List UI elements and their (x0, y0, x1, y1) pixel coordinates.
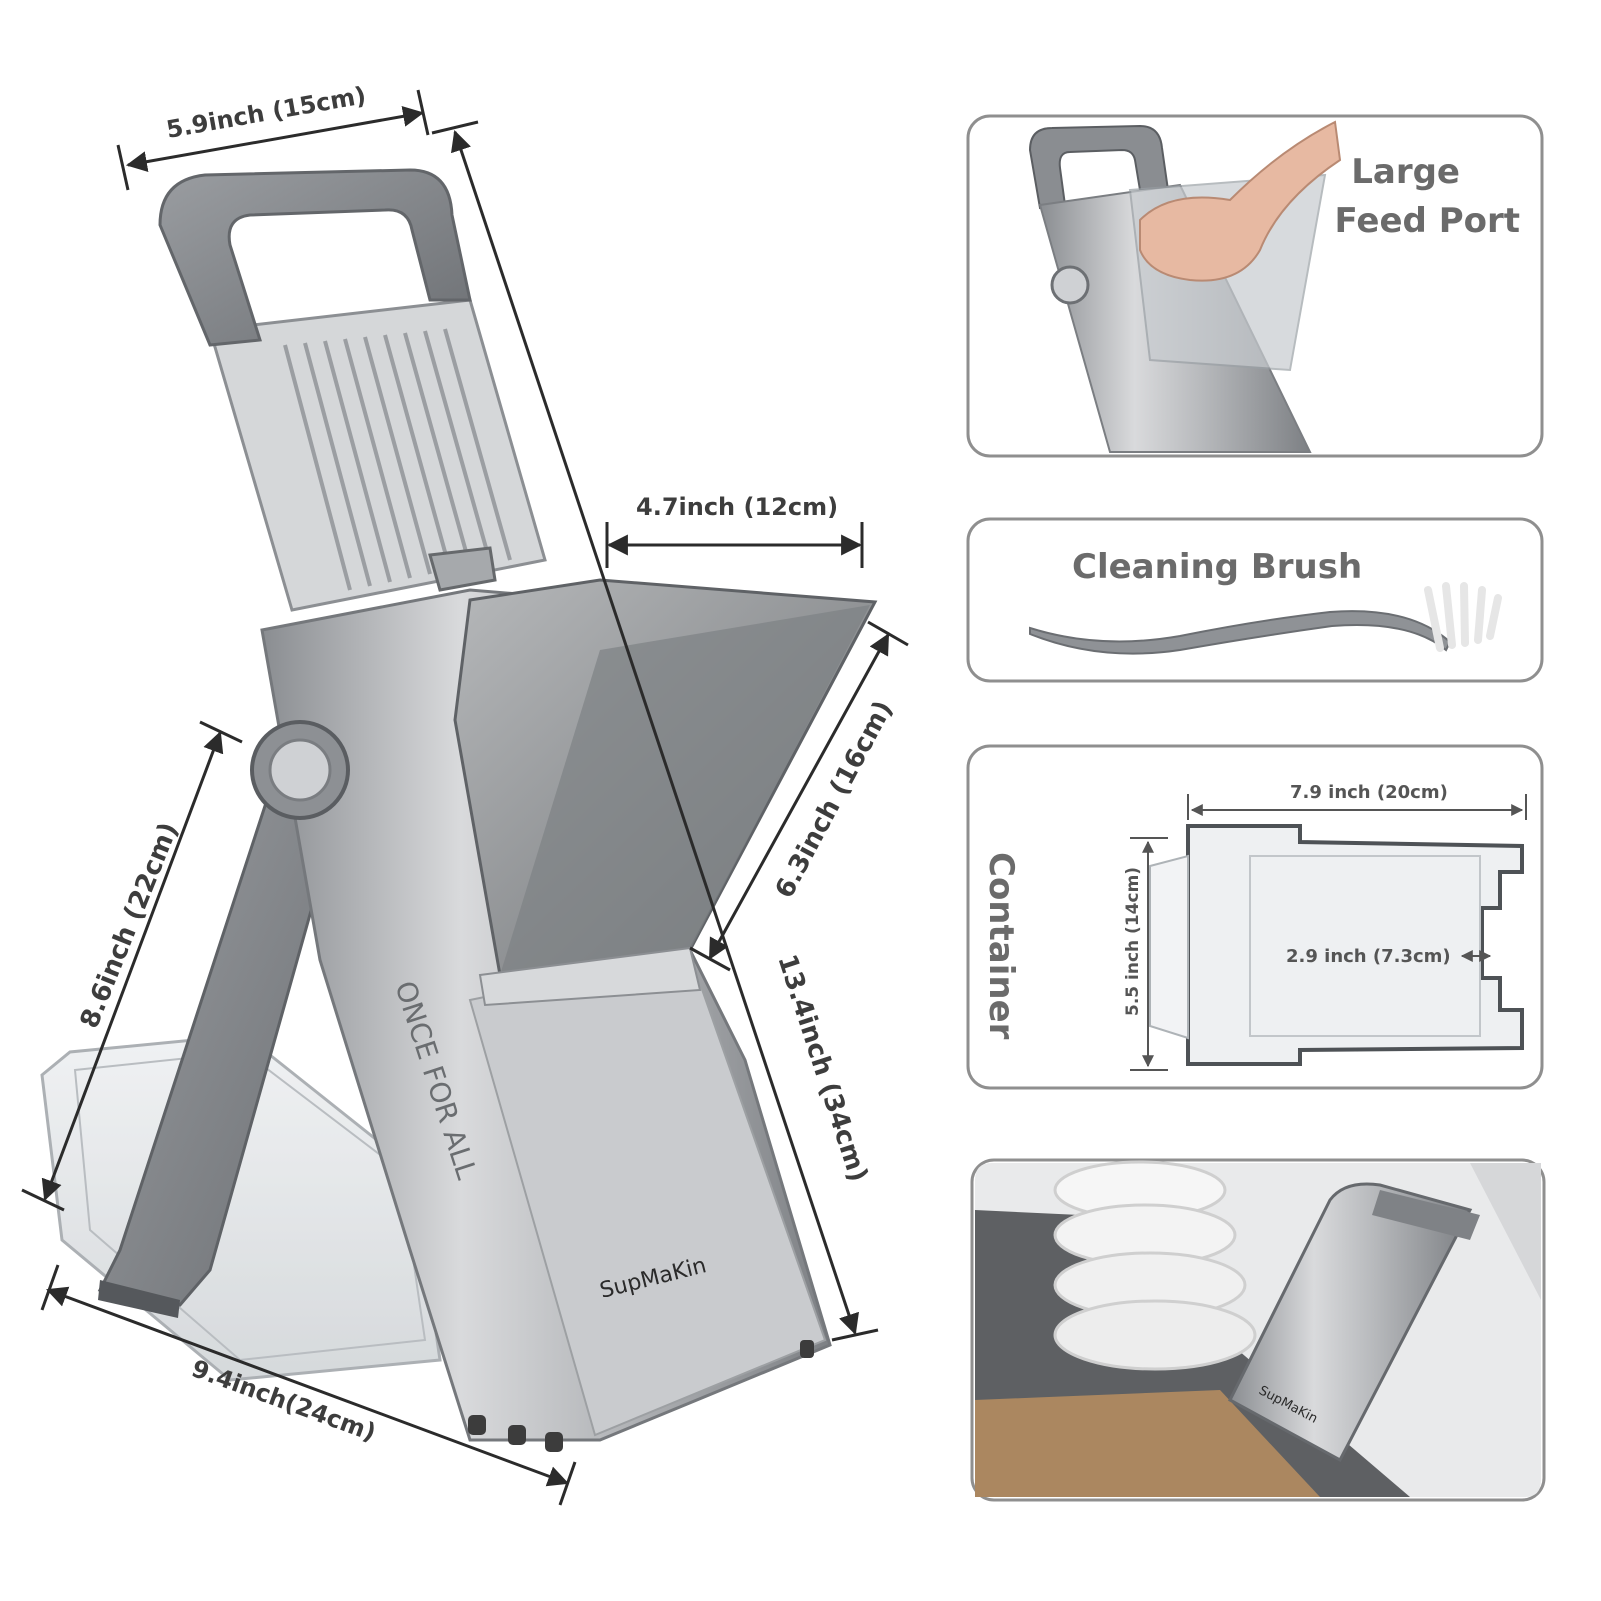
feed-port-photo (1028, 120, 1342, 453)
container-length-label: 7.9 inch (20cm) (1290, 782, 1448, 803)
container-width-dimension: 5.5 inch (14cm) (1123, 837, 1168, 1071)
container-length-dimension: 7.9 inch (20cm) (1187, 782, 1527, 820)
pivot-knob (250, 720, 350, 820)
label-total-height: 13.4inch (34cm) (771, 951, 873, 1186)
feed-port-title-line2: Feed Port (1335, 201, 1520, 241)
main-product: ONCE FOR ALL SupMaKin (40, 168, 878, 1452)
folded-slicer: SupMaKin (1228, 1182, 1480, 1463)
container-illustration (1149, 824, 1524, 1066)
top-handle (158, 168, 472, 347)
panel-container: Container 7.9 inch (20cm) 5.5 inch (14cm… (966, 744, 1544, 1090)
dimension-feed-width: 4.7inch (12cm) (605, 493, 864, 568)
label-feed-width: 4.7inch (12cm) (636, 493, 838, 521)
stacked-bowls (1053, 1160, 1257, 1371)
panel-feed-port: Large Feed Port (966, 114, 1544, 458)
panel-cleaning-brush: Cleaning Brush (966, 517, 1544, 683)
container-title: Container (981, 852, 1021, 1040)
container-slot-label: 2.9 inch (7.3cm) (1286, 946, 1451, 967)
brush-illustration (1029, 582, 1502, 655)
food-hopper (428, 546, 878, 1007)
feed-port-title-line1: Large (1351, 152, 1460, 192)
cleaning-brush-title: Cleaning Brush (1072, 547, 1362, 587)
drawer-photo: SupMaKin (975, 1160, 1541, 1497)
container-width-label: 5.5 inch (14cm) (1123, 867, 1143, 1016)
label-top-width: 5.9inch (15cm) (164, 81, 368, 144)
blade-plate (208, 298, 547, 612)
container-slot-dimension: 2.9 inch (7.3cm) (1286, 946, 1492, 967)
label-leg-length: 8.6inch (22cm) (75, 818, 185, 1032)
panel-drawer-storage: SupMaKin (970, 1158, 1546, 1502)
